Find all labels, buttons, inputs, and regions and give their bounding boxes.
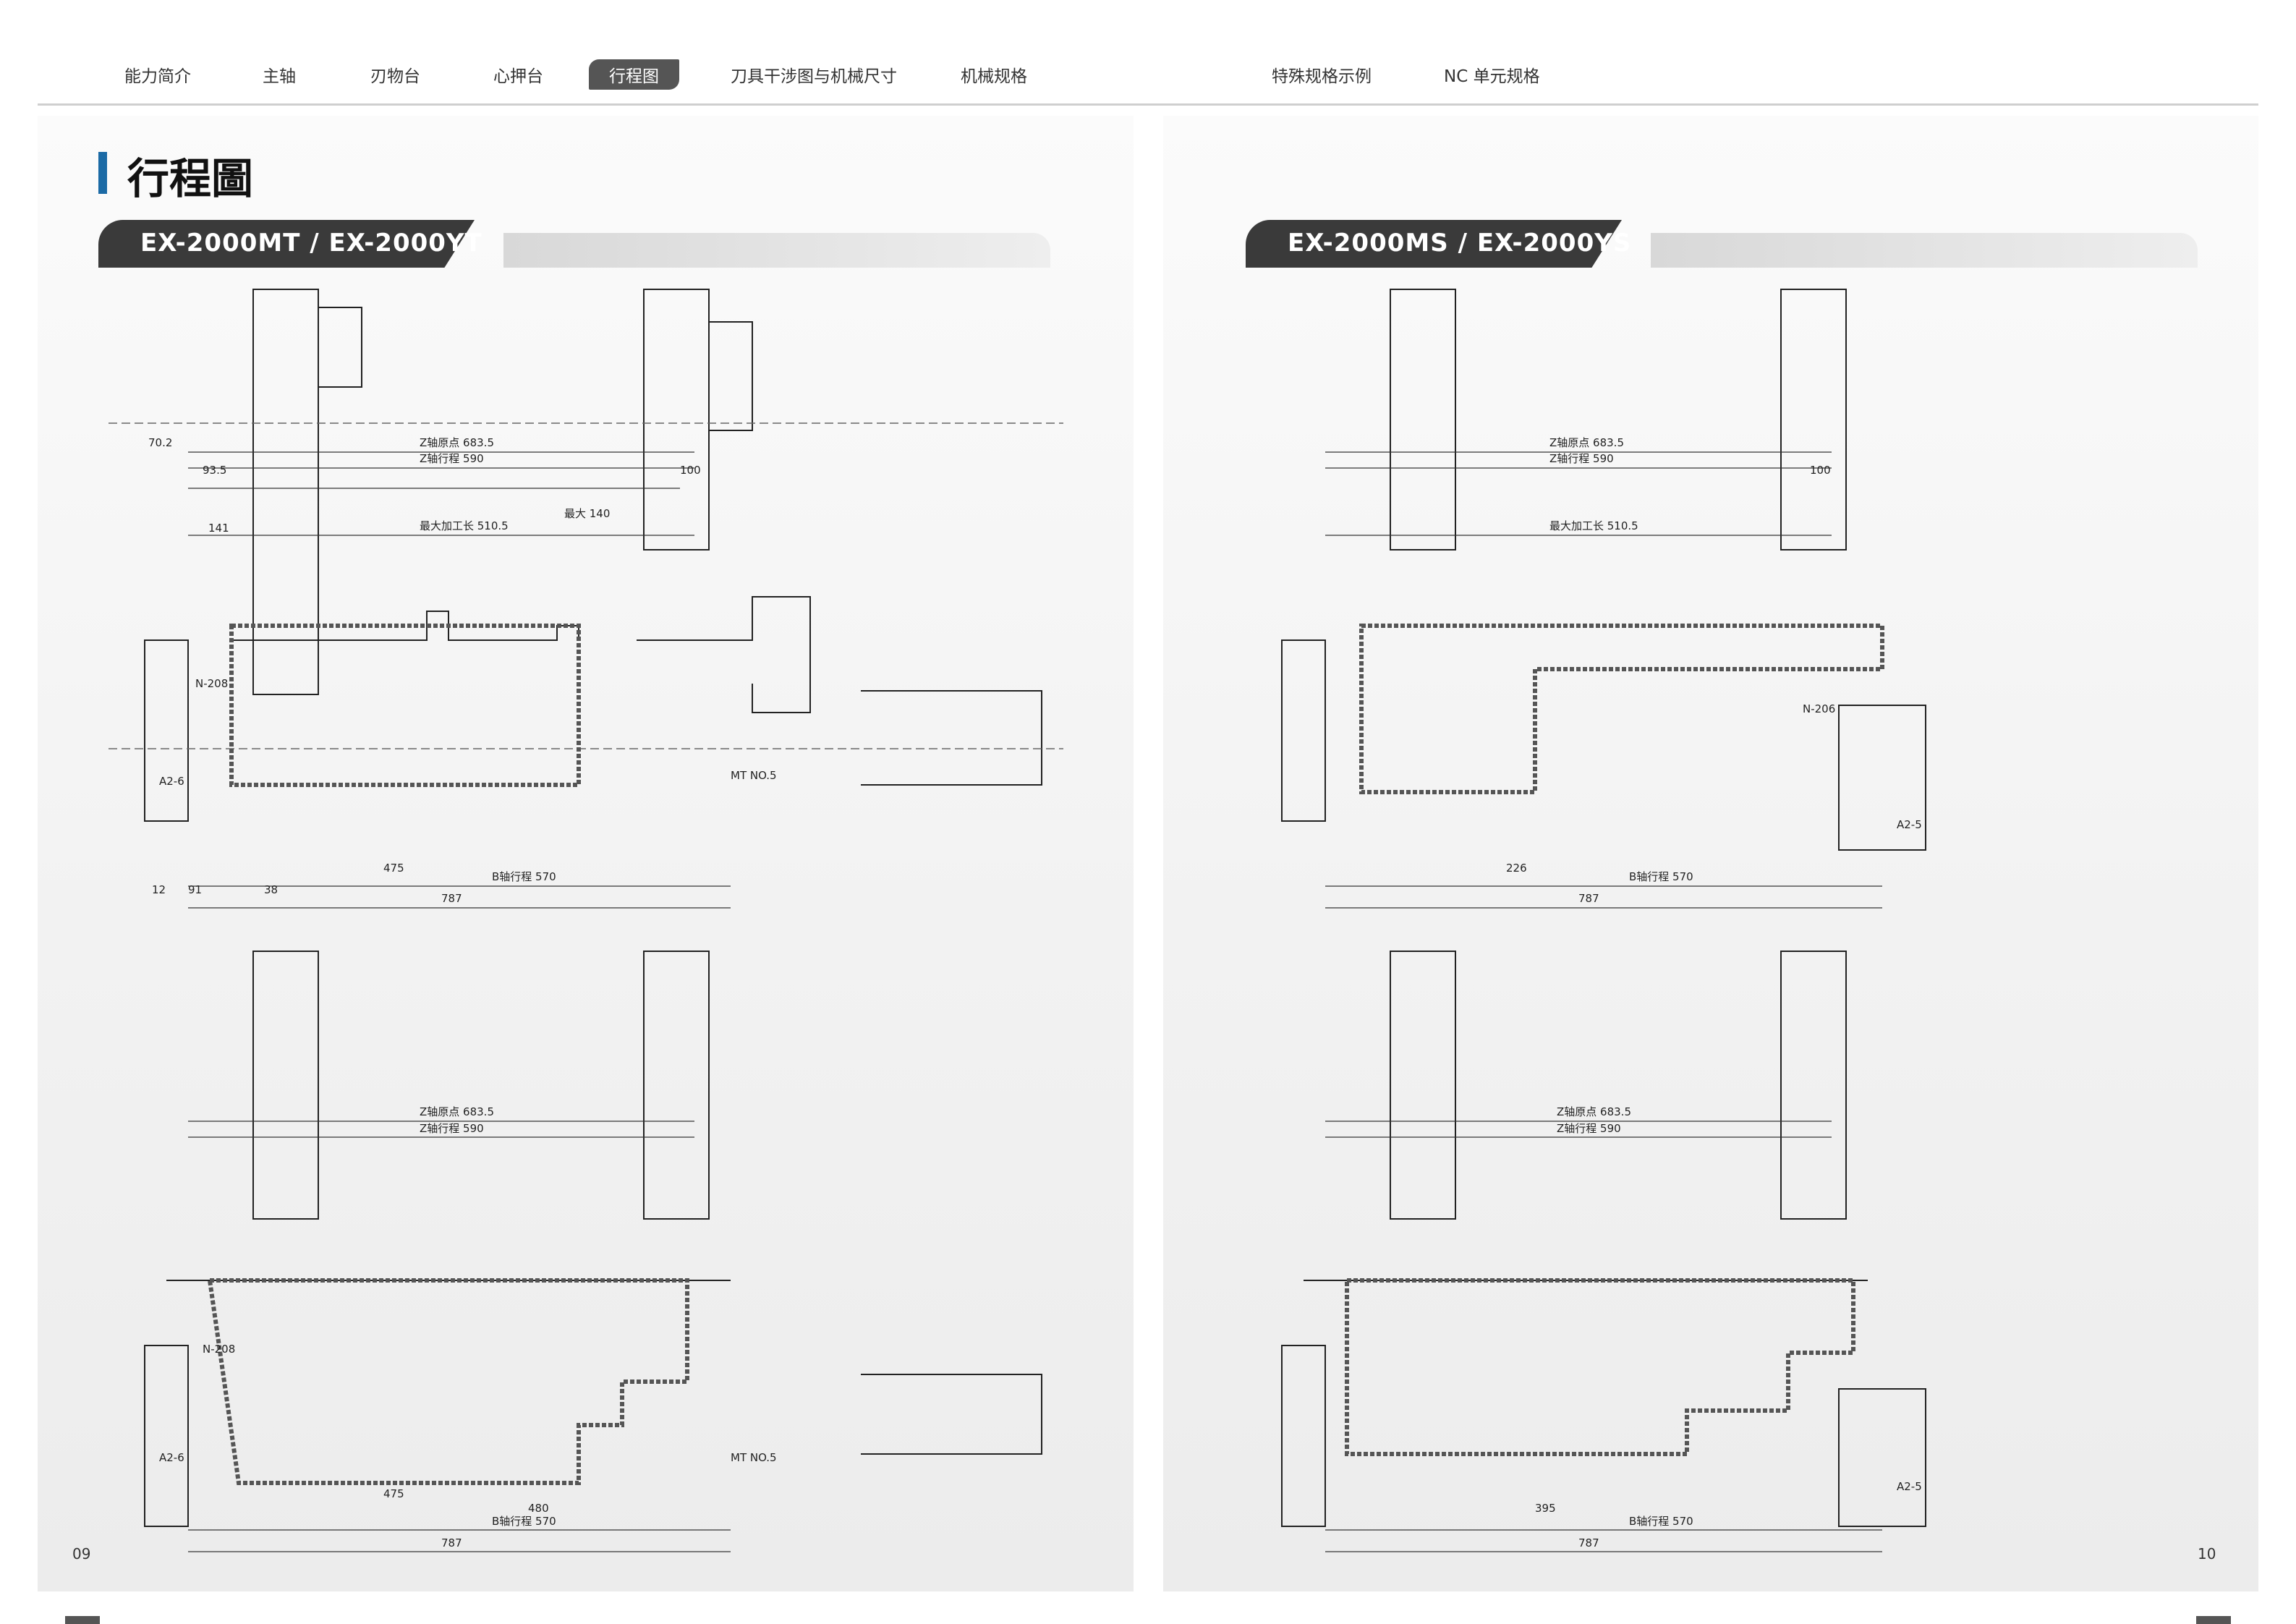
label-b-travel-rb: B轴行程 570 bbox=[1629, 1515, 1693, 1528]
travel-drawing-left-top: Z轴原点 683.5 Z轴行程 590 最大加工长 510.5 B轴行程 570… bbox=[109, 279, 1063, 930]
label-max-length: 最大加工长 510.5 bbox=[420, 519, 509, 532]
nav-item-special-spec[interactable]: 特殊规格示例 bbox=[1272, 67, 1372, 86]
label-100-r: 100 bbox=[1810, 464, 1831, 477]
label-n206: N-206 bbox=[1803, 702, 1835, 715]
bottom-tab-left bbox=[65, 1616, 100, 1624]
travel-drawing-right-bottom: Z轴原点 683.5 Z轴行程 590 B轴行程 570 787 395 A2-… bbox=[1246, 940, 2201, 1577]
title-accent-bar bbox=[98, 152, 107, 194]
nav-item-nc-spec[interactable]: NC 单元规格 bbox=[1444, 67, 1540, 86]
label-475: 475 bbox=[383, 862, 404, 875]
label-b-travel: B轴行程 570 bbox=[492, 870, 556, 883]
travel-drawing-left-bottom: Z轴原点 683.5 Z轴行程 590 B轴行程 570 787 MT NO.5… bbox=[109, 940, 1063, 1577]
label-93-5: 93.5 bbox=[203, 464, 226, 477]
label-a26-b: A2-6 bbox=[159, 1451, 184, 1464]
label-z-origin-b: Z轴原点 683.5 bbox=[420, 1105, 494, 1118]
label-475-b: 475 bbox=[383, 1487, 404, 1500]
nav-item-tool-interference[interactable]: 刀具干涉图与机械尺寸 bbox=[731, 67, 897, 86]
page-number-left: 09 bbox=[72, 1545, 91, 1563]
label-max-140: 最大 140 bbox=[564, 507, 610, 520]
label-z-travel: Z轴行程 590 bbox=[420, 452, 484, 465]
label-mt: MT NO.5 bbox=[731, 769, 777, 782]
label-z-origin-rb: Z轴原点 683.5 bbox=[1557, 1105, 1631, 1118]
top-navigation: 能力简介 主轴 刃物台 心押台 行程图 刀具干涉图与机械尺寸 机械规格 特殊规格… bbox=[0, 0, 2296, 109]
label-z-travel-r: Z轴行程 590 bbox=[1549, 452, 1614, 465]
right-page bbox=[1163, 116, 2258, 1591]
label-n208-b: N-208 bbox=[203, 1343, 235, 1356]
label-141: 141 bbox=[208, 522, 229, 535]
label-480: 480 bbox=[528, 1502, 549, 1515]
label-226: 226 bbox=[1506, 862, 1527, 875]
label-395: 395 bbox=[1535, 1502, 1556, 1515]
label-mt-b: MT NO.5 bbox=[731, 1451, 777, 1464]
label-70-2: 70.2 bbox=[148, 436, 172, 449]
label-787-rb: 787 bbox=[1578, 1536, 1599, 1549]
nav-item-capability[interactable]: 能力简介 bbox=[124, 67, 191, 86]
model-label-left: EX-2000MT / EX-2000YT bbox=[140, 229, 482, 258]
page-title: 行程圖 bbox=[127, 154, 254, 203]
nav-item-tailstock[interactable]: 心押台 bbox=[493, 67, 543, 86]
label-787-b: 787 bbox=[441, 1536, 462, 1549]
label-max-length-r: 最大加工长 510.5 bbox=[1549, 519, 1638, 532]
label-a26: A2-6 bbox=[159, 775, 184, 788]
bottom-tab-right bbox=[2196, 1616, 2231, 1624]
nav-item-spindle[interactable]: 主轴 bbox=[263, 67, 296, 86]
label-b-travel-b: B轴行程 570 bbox=[492, 1515, 556, 1528]
nav-item-turret[interactable]: 刃物台 bbox=[370, 67, 420, 86]
label-12: 12 bbox=[152, 883, 166, 896]
travel-drawing-right-top: Z轴原点 683.5 Z轴行程 590 最大加工长 510.5 B轴行程 570… bbox=[1246, 279, 2201, 930]
model-band-left: EX-2000MT / EX-2000YT bbox=[98, 220, 1050, 268]
label-z-origin-r: Z轴原点 683.5 bbox=[1549, 436, 1624, 449]
model-label-right: EX-2000MS / EX-2000YS bbox=[1288, 229, 1632, 258]
label-z-origin: Z轴原点 683.5 bbox=[420, 436, 494, 449]
label-787: 787 bbox=[441, 892, 462, 905]
label-b-travel-r: B轴行程 570 bbox=[1629, 870, 1693, 883]
page-number-right: 10 bbox=[2198, 1545, 2216, 1563]
label-z-travel-rb: Z轴行程 590 bbox=[1557, 1122, 1621, 1135]
label-100: 100 bbox=[680, 464, 701, 477]
label-a25-b: A2-5 bbox=[1897, 1480, 1922, 1493]
label-38: 38 bbox=[264, 883, 278, 896]
label-787-r: 787 bbox=[1578, 892, 1599, 905]
model-band-right: EX-2000MS / EX-2000YS bbox=[1246, 220, 2198, 268]
label-z-travel-b: Z轴行程 590 bbox=[420, 1122, 484, 1135]
nav-item-travel-diagram[interactable]: 行程图 bbox=[589, 59, 679, 90]
label-91: 91 bbox=[188, 883, 202, 896]
nav-item-machine-spec[interactable]: 机械规格 bbox=[961, 67, 1027, 86]
label-n208: N-208 bbox=[195, 677, 228, 690]
label-a25: A2-5 bbox=[1897, 818, 1922, 831]
nav-divider bbox=[38, 103, 2258, 106]
